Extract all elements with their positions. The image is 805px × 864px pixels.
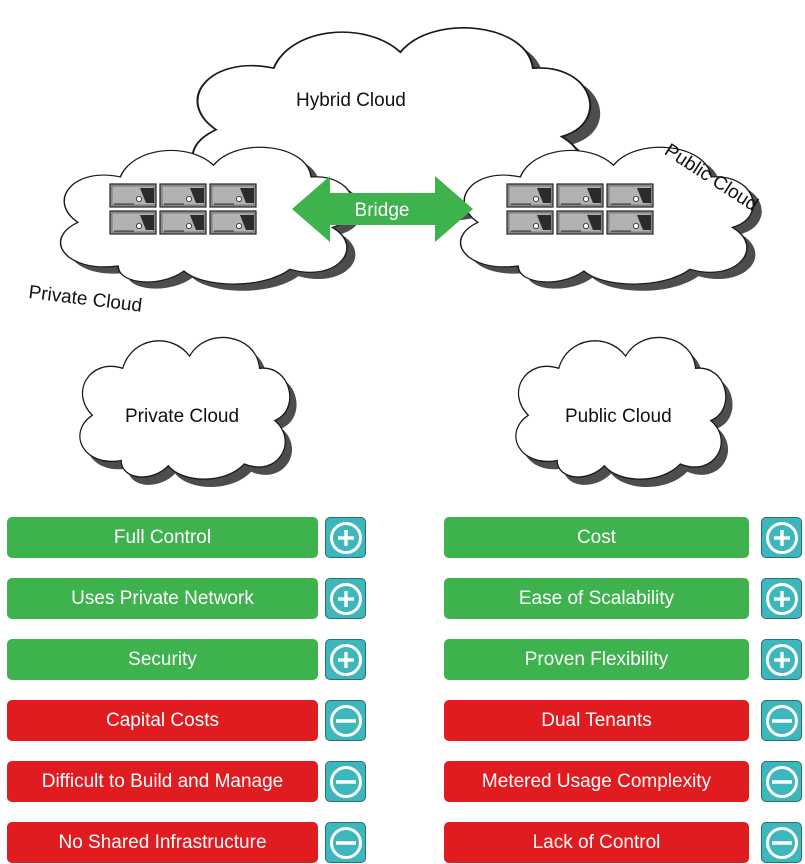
minus-circle-icon (761, 761, 802, 802)
public-con-bar: Metered Usage Complexity (444, 761, 749, 802)
public-pro-bar: Ease of Scalability (444, 578, 749, 619)
private-pro-bar: Uses Private Network (7, 578, 318, 619)
public-pro-bar: Proven Flexibility (444, 639, 749, 680)
private-pro-bar: Security (7, 639, 318, 680)
minus-circle-icon (325, 700, 366, 741)
minus-circle-icon (325, 822, 366, 863)
plus-circle-icon (325, 639, 366, 680)
private-pro-bar: Full Control (7, 517, 318, 558)
private-con-bar: No Shared Infrastructure (7, 822, 318, 863)
plus-circle-icon (325, 517, 366, 558)
private-con-bar: Capital Costs (7, 700, 318, 741)
bridge-label: Bridge (355, 200, 410, 221)
plus-circle-icon (761, 639, 802, 680)
plus-circle-icon (761, 578, 802, 619)
public-column-title: Public Cloud (565, 406, 672, 427)
minus-circle-icon (761, 700, 802, 741)
public-con-bar: Dual Tenants (444, 700, 749, 741)
minus-circle-icon (325, 761, 366, 802)
public-pro-bar: Cost (444, 517, 749, 558)
plus-circle-icon (761, 517, 802, 558)
private-column-title: Private Cloud (125, 406, 240, 427)
private-con-bar: Difficult to Build and Manage (7, 761, 318, 802)
public-con-bar: Lack of Control (444, 822, 749, 863)
minus-circle-icon (761, 822, 802, 863)
bridge-arrow (292, 176, 473, 242)
plus-circle-icon (325, 578, 366, 619)
hybrid-cloud-label: Hybrid Cloud (296, 90, 406, 111)
